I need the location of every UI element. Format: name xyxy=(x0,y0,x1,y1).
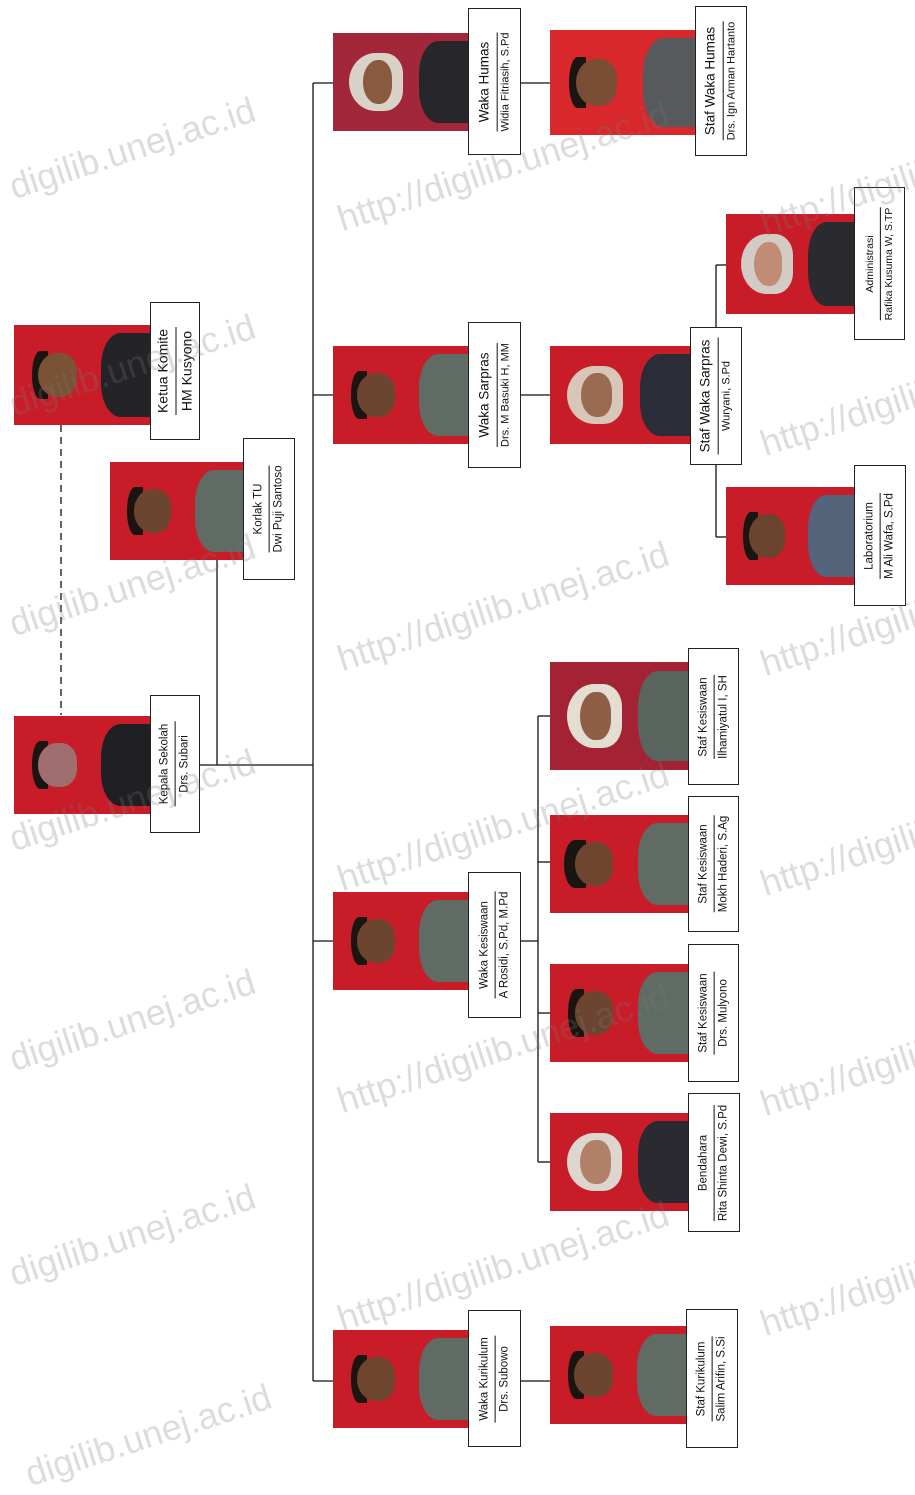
name-administrasi: Rafika Kusuma W, S.TP xyxy=(882,207,895,320)
role-waka-kesiswaan: Waka Kesiswaan xyxy=(478,901,491,989)
name-staf-kurikulum: Salim Arifin, S.Si xyxy=(716,1336,728,1421)
photo-waka-kurikulum xyxy=(333,1330,468,1428)
name-bendahara: Rita Shinta Dewi, S.Pd xyxy=(718,1104,730,1221)
role-staf-kesiswaan-3: Staf Kesiswaan xyxy=(697,973,710,1053)
photo-bendahara xyxy=(550,1113,688,1211)
label-kepala-sekolah: Kepala Sekolah Drs. Subari xyxy=(150,695,200,833)
role-staf-waka-sarpras: Staf Waka Sarpras xyxy=(697,339,713,453)
photo-kepala-sekolah xyxy=(14,716,150,814)
role-laboratorium: Laboratorium xyxy=(863,501,876,570)
role-waka-sarpras: Waka Sarpras xyxy=(476,352,492,438)
name-staf-waka-humas: Drs. Ign Arman Hartanto xyxy=(725,21,738,141)
photo-staf-kesiswaan-1 xyxy=(550,662,688,770)
photo-staf-waka-humas xyxy=(550,30,695,135)
label-waka-humas: Waka Humas Widia Fitriasih, S.Pd xyxy=(468,8,521,155)
photo-korlak-tu xyxy=(110,462,243,560)
label-waka-kesiswaan: Waka Kesiswaan A Rosidi, S.Pd, M.Pd xyxy=(468,872,521,1018)
photo-staf-waka-sarpras xyxy=(550,346,690,444)
photo-staf-kesiswaan-2 xyxy=(550,815,688,913)
role-administrasi: Administrasi xyxy=(863,234,876,293)
name-ketua-komite: HM Kusyono xyxy=(178,330,194,412)
name-kepala-sekolah: Drs. Subari xyxy=(179,735,191,793)
photo-staf-kesiswaan-3 xyxy=(550,964,688,1062)
role-staf-waka-humas: Staf Waka Humas xyxy=(702,26,718,136)
photo-laboratorium xyxy=(726,487,854,585)
name-waka-kesiswaan: A Rosidi, S.Pd, M.Pd xyxy=(498,891,511,999)
role-waka-humas: Waka Humas xyxy=(476,41,492,122)
label-staf-waka-humas: Staf Waka Humas Drs. Ign Arman Hartanto xyxy=(695,6,747,156)
photo-waka-sarpras xyxy=(333,346,468,444)
org-chart-connectors xyxy=(60,82,726,1382)
role-kepala-sekolah: Kepala Sekolah xyxy=(158,723,171,805)
name-staf-waka-sarpras: Wuryani, S.Pd xyxy=(720,360,733,432)
label-waka-kurikulum: Waka Kurikulum Drs. Subowo xyxy=(468,1310,521,1447)
label-staf-kesiswaan-1: Staf Kesiswaan Ilhamiyatul I, SH xyxy=(688,648,739,785)
role-staf-kesiswaan-2: Staf Kesiswaan xyxy=(697,824,710,904)
label-waka-sarpras: Waka Sarpras Drs. M Basuki H, MM xyxy=(468,322,521,468)
label-bendahara: Bendahara Rita Shinta Dewi, S.Pd xyxy=(688,1093,740,1232)
role-staf-kesiswaan-1: Staf Kesiswaan xyxy=(697,676,710,757)
photo-staf-kurikulum xyxy=(550,1326,686,1424)
name-waka-sarpras: Drs. M Basuki H, MM xyxy=(499,343,512,447)
role-bendahara: Bendahara xyxy=(697,1134,710,1191)
name-staf-kesiswaan-3: Drs. Mulyono xyxy=(717,979,730,1047)
label-administrasi: Administrasi Rafika Kusuma W, S.TP xyxy=(854,187,905,340)
label-ketua-komite: Ketua Komite HM Kusyono xyxy=(150,302,200,440)
role-ketua-komite: Ketua Komite xyxy=(154,328,171,414)
role-korlak-tu: Korlak TU xyxy=(252,483,265,535)
label-staf-kurikulum: Staf Kurikulum Salim Arifin, S.Si xyxy=(686,1309,738,1448)
photo-ketua-komite xyxy=(14,325,150,425)
name-waka-humas: Widia Fitriasih, S.Pd xyxy=(499,31,512,132)
label-staf-kesiswaan-3: Staf Kesiswaan Drs. Mulyono xyxy=(688,944,739,1082)
name-korlak-tu: Dwi Puji Santoso xyxy=(273,465,285,553)
photo-administrasi xyxy=(726,214,854,314)
name-staf-kesiswaan-1: Ilhamiyatul I, SH xyxy=(717,674,730,759)
label-laboratorium: Laboratorium M Ali Wafa, S.Pd xyxy=(854,465,906,606)
name-laboratorium: M Ali Wafa, S.Pd xyxy=(884,492,896,579)
role-waka-kurikulum: Waka Kurikulum xyxy=(478,1336,491,1421)
name-waka-kurikulum: Drs. Subowo xyxy=(498,1345,511,1412)
label-staf-waka-sarpras: Staf Waka Sarpras Wuryani, S.Pd xyxy=(690,327,742,465)
photo-waka-kesiswaan xyxy=(333,892,468,990)
role-staf-kurikulum: Staf Kurikulum xyxy=(695,1341,708,1416)
label-korlak-tu: Korlak TU Dwi Puji Santoso xyxy=(243,438,295,580)
label-staf-kesiswaan-2: Staf Kesiswaan Mokh Haderi, S.Ag xyxy=(688,796,739,932)
name-staf-kesiswaan-2: Mokh Haderi, S.Ag xyxy=(717,815,730,913)
photo-waka-humas xyxy=(333,33,468,131)
